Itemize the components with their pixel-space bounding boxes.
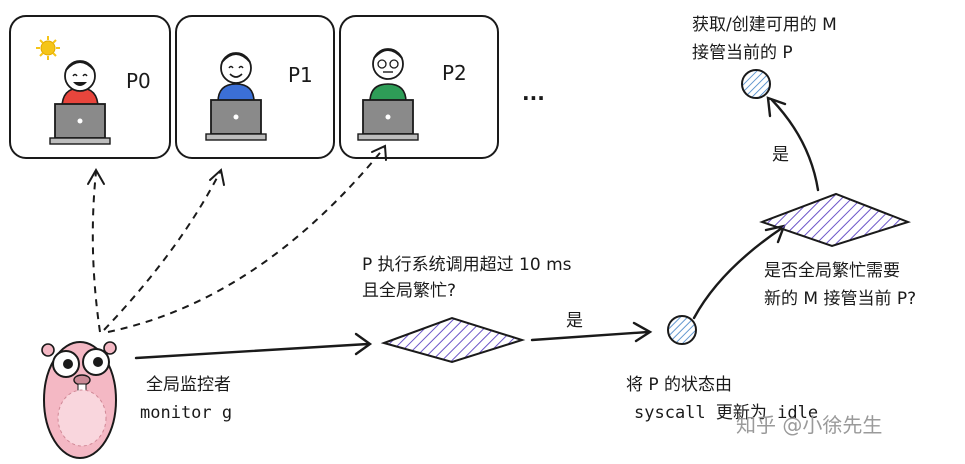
flow-arrows xyxy=(134,96,820,360)
monitor-dispatch-arrows xyxy=(91,147,385,333)
decision-syscall-line2: 且全局繁忙? xyxy=(362,281,457,301)
arrow-busy-check-to-acquire xyxy=(770,98,820,192)
worker-at-laptop-icon xyxy=(357,48,419,141)
processor-box-p2 xyxy=(339,15,499,159)
decision-busy-line2: 新的 M 接管当前 P? xyxy=(764,289,917,309)
acquire-m-line2: 接管当前的 P xyxy=(692,43,793,63)
decision-busy-line1: 是否全局繁忙需要 xyxy=(764,261,900,281)
state-change-line2: syscall 更新为 idle xyxy=(634,403,819,423)
gopher-monitor-icon xyxy=(41,341,117,459)
arrow-monitor-to-decision xyxy=(134,342,370,360)
yes-label-1: 是 xyxy=(566,311,583,331)
dashed-arrow-to-p2 xyxy=(107,147,385,333)
state-change-line1: 将 P 的状态由 xyxy=(626,375,733,395)
processor-box-p1 xyxy=(175,15,335,159)
state-node-idle xyxy=(667,315,697,345)
arrow-state-to-busy-check xyxy=(692,226,784,320)
worker-at-laptop-icon xyxy=(205,52,267,141)
monitor-title: 全局监控者 xyxy=(146,375,231,395)
processor-label-p0: P0 xyxy=(126,69,151,93)
worker-at-laptop-icon xyxy=(49,60,111,145)
processor-box-p0 xyxy=(9,15,171,159)
dashed-arrow-to-p0 xyxy=(91,171,101,333)
decision-diamond-busy xyxy=(759,192,912,248)
state-node-acquire-m xyxy=(741,69,771,99)
processor-label-p2: P2 xyxy=(442,61,467,85)
sun-icon xyxy=(36,36,60,60)
decision-syscall-line1: P 执行系统调用超过 10 ms xyxy=(362,255,572,275)
yes-label-2: 是 xyxy=(772,145,789,165)
monitor-subtitle: monitor g xyxy=(140,403,233,423)
acquire-m-line1: 获取/创建可用的 M xyxy=(692,15,837,35)
more-processors-ellipsis: ... xyxy=(522,81,545,105)
dashed-arrow-to-p1 xyxy=(103,171,221,331)
arrow-decision-to-state xyxy=(530,330,650,342)
watermark: 知乎 @小徐先生 xyxy=(736,413,883,437)
processor-label-p1: P1 xyxy=(288,63,313,87)
decision-diamond-syscall xyxy=(380,316,526,364)
